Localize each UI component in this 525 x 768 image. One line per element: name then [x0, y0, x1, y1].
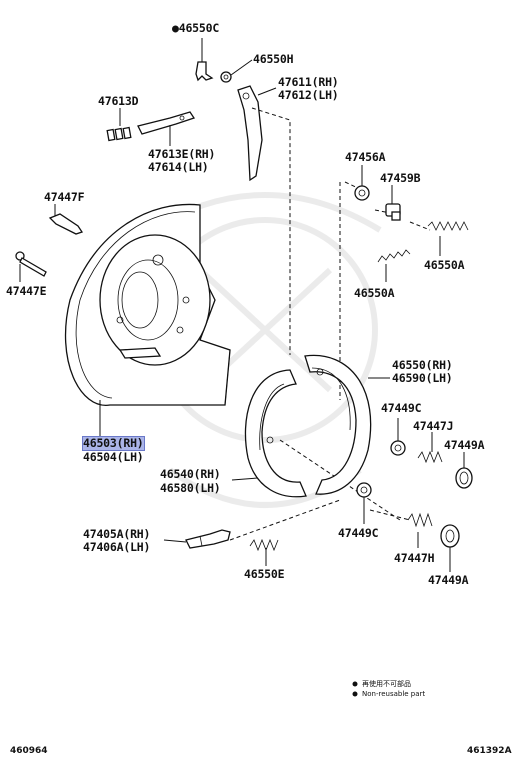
footer-code-right: 461392A: [467, 746, 512, 756]
label-47447H: 47447H: [394, 551, 435, 565]
lever-47611: [237, 85, 277, 182]
spring-47447J: [417, 432, 443, 464]
legend-bullet-1: [352, 681, 358, 687]
label-46540: 46540(RH): [160, 467, 221, 481]
pin-46550C: [195, 38, 214, 82]
label-46550E: 46550E: [244, 567, 285, 581]
legend-text-jp: 再使用不可部品: [362, 680, 411, 688]
label-47406A: 47406A(LH): [83, 540, 151, 554]
label-46550A-1: 46550A: [424, 258, 465, 272]
spring-47447H: [407, 512, 433, 548]
label-46550H: 46550H: [253, 52, 294, 66]
label-47449A-2: 47449A: [428, 573, 469, 587]
strut-47613E: [137, 111, 196, 146]
pin-47405A: [163, 529, 231, 549]
washer-47456A: [354, 165, 370, 201]
label-46550A-2: 46550A: [354, 286, 395, 300]
cup-47449A-2: [440, 524, 460, 572]
label-47613E: 47613E(RH): [148, 147, 216, 161]
cup-47449A-1: [455, 452, 473, 489]
cap-47459B: [385, 185, 401, 221]
label-46504: 46504(LH): [83, 450, 144, 464]
retainer-47449C-2: [356, 482, 372, 524]
retainer-47449C-1: [390, 418, 406, 456]
brake-shoe-46540: [231, 369, 307, 498]
label-47613D: 47613D: [98, 94, 139, 108]
washer-46550H: [220, 59, 253, 83]
clips-47613D: [106, 108, 132, 142]
backing-plate-46503: [64, 203, 231, 436]
label-47614: 47614(LH): [148, 160, 209, 174]
label-47612: 47612(LH): [278, 88, 339, 102]
label-47456A: 47456A: [345, 150, 386, 164]
label-47449C-1: 47449C: [381, 401, 422, 415]
brake-shoe-46550: [304, 354, 390, 495]
label-46580: 46580(LH): [160, 481, 221, 495]
spring-46550A-2: [377, 249, 411, 282]
label-46503-highlighted[interactable]: 46503(RH): [82, 436, 145, 451]
clip-47447F: [48, 204, 84, 235]
label-46550: 46550(RH): [392, 358, 453, 372]
label-47447J: 47447J: [413, 419, 454, 433]
label-47449A-1: 47449A: [444, 438, 485, 452]
bolt-47447E: [15, 251, 47, 282]
legend-bullet-2: [352, 691, 358, 697]
label-46590: 46590(LH): [392, 371, 453, 385]
label-46550C: ●46550C: [172, 21, 220, 35]
legend-text-en: Non-reusable part: [362, 690, 426, 698]
footer-code-left: 460964: [10, 746, 48, 756]
label-47405A: 47405A(RH): [83, 527, 151, 541]
label-47447F: 47447F: [44, 190, 85, 204]
label-47611: 47611(RH): [278, 75, 339, 89]
spring-46550A-1: [427, 221, 469, 256]
label-47449C-2: 47449C: [338, 526, 379, 540]
spring-46550E: [249, 538, 279, 566]
label-47459B: 47459B: [380, 171, 421, 185]
label-47447E: 47447E: [6, 284, 47, 298]
